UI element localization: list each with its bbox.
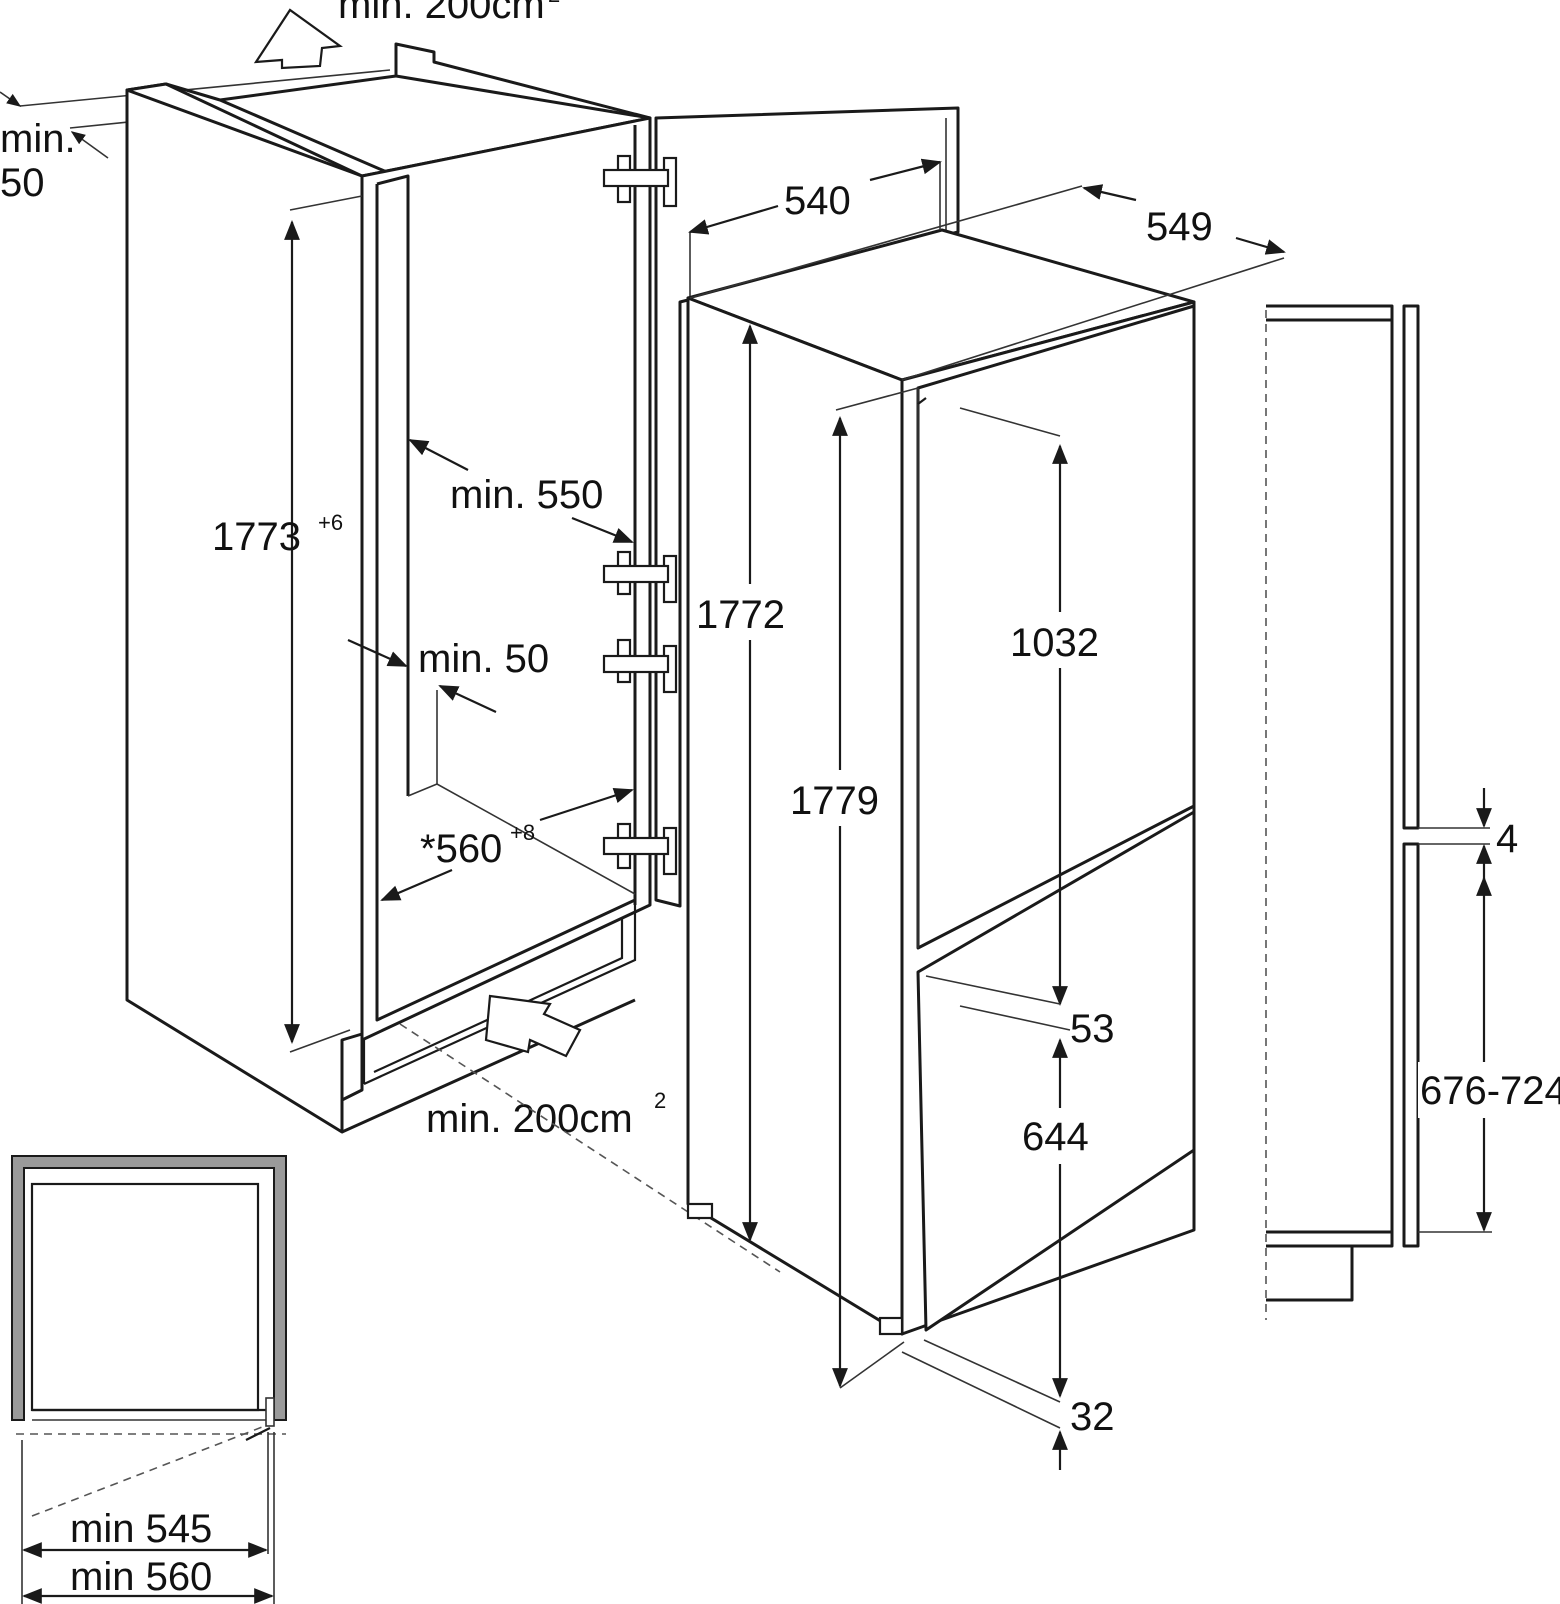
plan-min-545-label: min 545 (70, 1507, 212, 1551)
vent-top-label: min. 200cm (338, 0, 545, 27)
vent-bottom-sup: 2 (654, 1088, 666, 1113)
niche-width-dimension (380, 787, 634, 902)
side-min-label: min. 50 (418, 637, 549, 681)
plan-view (11, 1155, 287, 1604)
unit-height-label-bg (694, 584, 804, 640)
lower-door-label: 644 (1022, 1115, 1089, 1159)
hinge-icon (602, 154, 678, 208)
hinge-icon (602, 550, 678, 604)
upper-door-label-bg (1006, 612, 1116, 668)
door-gap-label: 53 (1070, 1007, 1115, 1051)
vent-bottom-label: min. 200cm (426, 1097, 633, 1141)
depth-549-dimension (689, 184, 1286, 381)
side-elevation (1265, 304, 1420, 1320)
niche-width-label: *560 (420, 827, 502, 871)
panel-range-label: 676-724 (1420, 1069, 1560, 1113)
vent-bottom-arrow-icon (484, 994, 582, 1058)
panel-gap-label: 4 (1496, 817, 1518, 861)
plan-min-560-label: min 560 (70, 1555, 212, 1599)
niche-cabinet (125, 42, 652, 1134)
niche-height-label: 1773 (212, 515, 301, 559)
niche-width-tolerance: +8 (510, 820, 535, 845)
bottom-gap-label: 32 (1070, 1395, 1115, 1439)
unit-height-label: 1772 (696, 593, 785, 637)
total-height-label: 1779 (790, 779, 879, 823)
niche-height-dimension (284, 195, 363, 1053)
panel-range-label-bg (1418, 1062, 1560, 1118)
hinge-icon (602, 822, 678, 876)
top-clearance-label-a: min. (0, 117, 76, 161)
depth-549-label: 549 (1146, 205, 1213, 249)
panel-range-dimension (1418, 876, 1492, 1233)
vent-top-sup: 2 (548, 0, 560, 7)
lower-door-label-bg (1018, 1108, 1100, 1164)
total-height-dimension (832, 387, 919, 1389)
upper-door-label: 1032 (1010, 621, 1099, 665)
depth-540-label: 540 (784, 179, 851, 223)
total-height-label-bg (786, 770, 894, 826)
vent-path-dashed (399, 1023, 781, 1273)
niche-depth-label: min. 550 (450, 473, 603, 517)
niche-height-tolerance: +6 (318, 510, 343, 535)
panel-gap-dimension (1418, 788, 1492, 880)
hinge-icon (602, 638, 678, 694)
top-clearance-label-b: 50 (0, 161, 45, 205)
refrigerator (686, 228, 1196, 1336)
niche-depth-dimension (408, 439, 634, 544)
depth-540-dimension (688, 158, 942, 296)
vent-top-arrow-icon (253, 8, 343, 70)
side-min-dimension (347, 638, 497, 713)
door-dimensions (901, 407, 1071, 1470)
